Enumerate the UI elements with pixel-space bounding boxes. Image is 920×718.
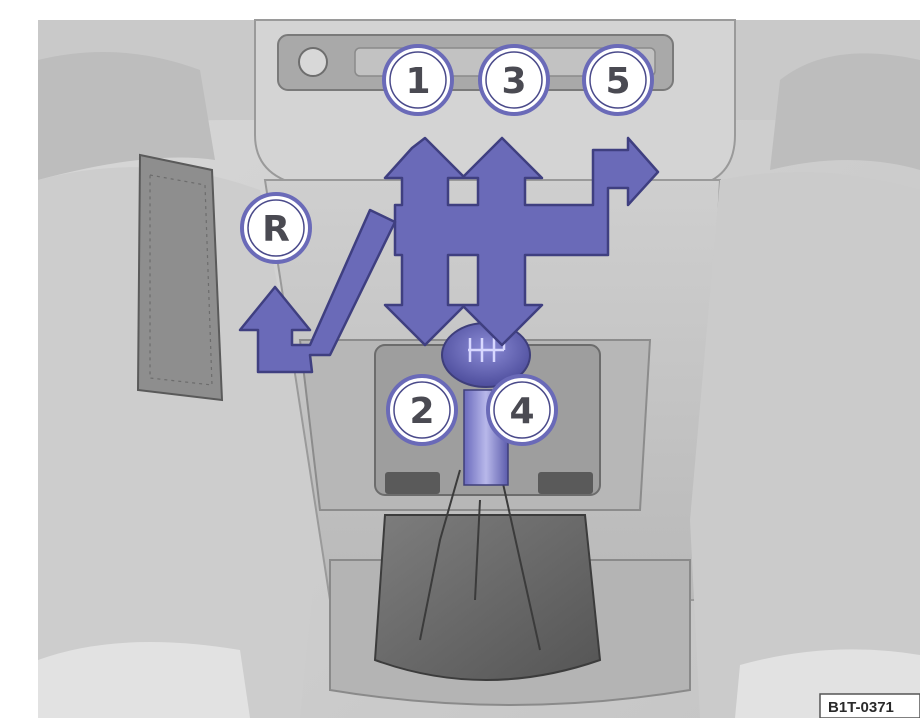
gear-badge-5: 5 [584,46,652,114]
gear-label-R: R [262,209,290,250]
radio-knob [299,48,327,76]
gear-label-5: 5 [605,61,630,102]
gear-badge-3: 3 [480,46,548,114]
gear-badge-R: R [242,194,310,262]
reference-code-box: B1T-0371 [820,694,920,718]
right-footwell [690,172,920,718]
gear-badge-1: 1 [384,46,452,114]
gear-badge-4: 4 [488,376,556,444]
photo-frame [38,20,920,718]
gear-label-2: 2 [409,391,434,432]
reference-code: B1T-0371 [828,699,894,716]
console-switch-right [538,472,593,494]
console-switch-left [385,472,440,494]
left-seat-cushion [38,642,250,718]
gear-badge-2: 2 [388,376,456,444]
gear-label-4: 4 [509,391,534,432]
gear-label-3: 3 [501,61,526,102]
accelerator-pedal [138,155,222,400]
gear-boot [375,515,600,680]
gear-label-1: 1 [405,61,430,102]
